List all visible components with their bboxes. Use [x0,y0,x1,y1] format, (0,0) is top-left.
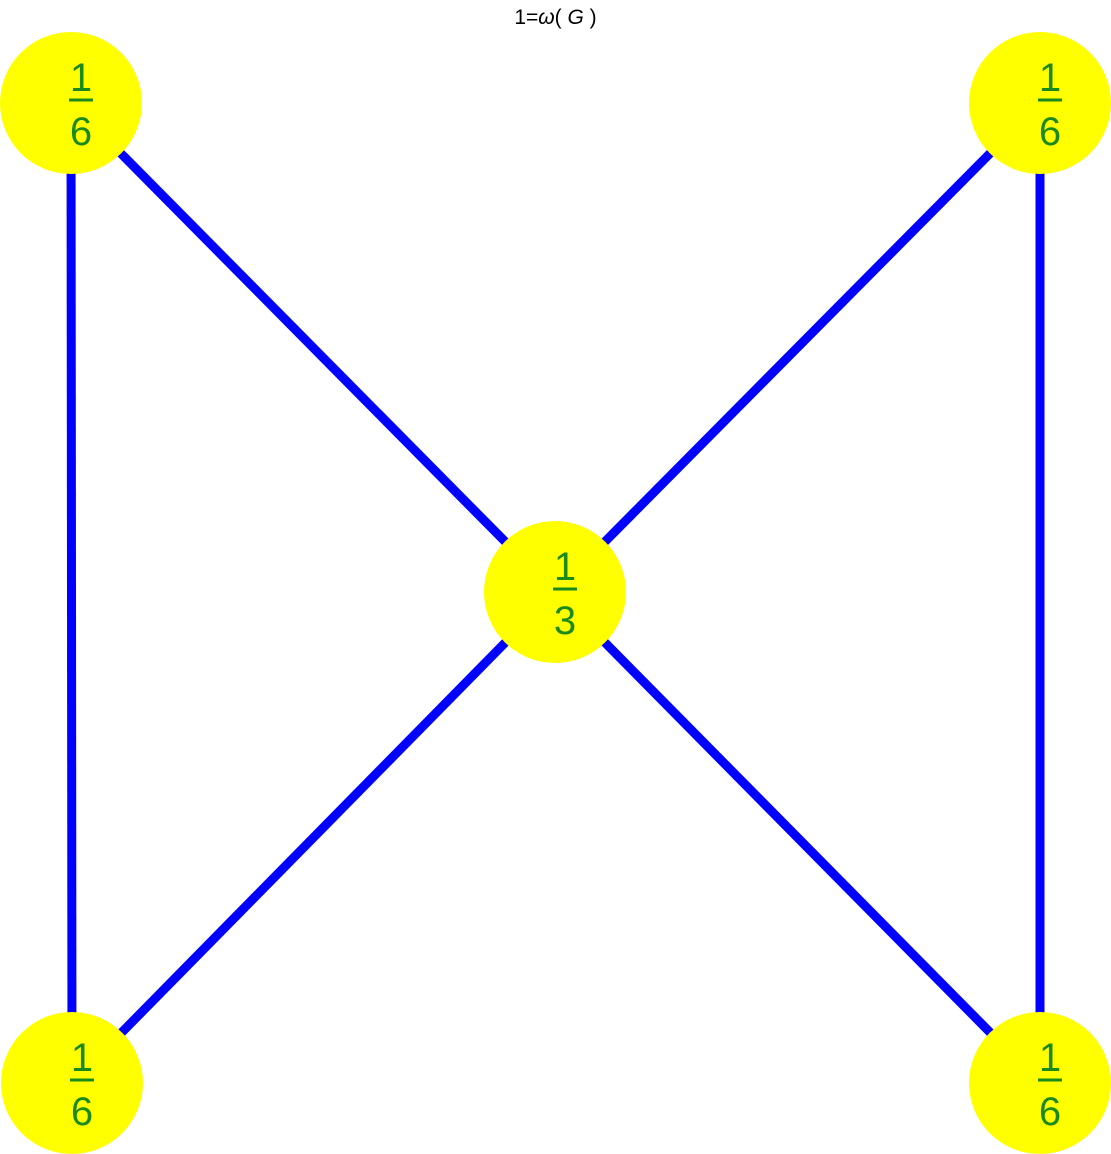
node-numerator: 1 [71,1036,93,1080]
edge-top-right-center [551,99,1044,596]
edge-bottom-right-center [551,588,1044,1087]
node-bottom-right: 16 [969,1012,1111,1154]
node-numerator: 1 [70,56,92,100]
node-center: 13 [484,521,626,663]
edge-layer [66,99,1045,1087]
title-variable: G [567,6,584,29]
node-circle [969,1012,1111,1154]
node-denominator: 6 [1039,110,1061,154]
node-circle [1,1012,143,1154]
title-prefix: 1= [514,6,539,29]
graph-title: 1=ω( G ) [0,6,1111,30]
node-numerator: 1 [1039,1036,1061,1080]
node-circle [969,32,1111,174]
node-circle [0,32,142,174]
edge-top-left-bottom-left [66,102,77,1084]
node-top-left: 16 [0,32,142,174]
title-open-paren: ( [554,6,562,29]
node-denominator: 3 [554,599,576,643]
node-numerator: 1 [554,545,576,589]
edge-top-left-center [67,99,559,596]
edge-bottom-left-center [68,588,559,1087]
node-numerator: 1 [1039,56,1061,100]
node-denominator: 6 [1039,1090,1061,1134]
title-omega: ω [538,6,555,29]
node-circle [484,521,626,663]
title-close-paren: ) [589,6,597,29]
node-denominator: 6 [70,110,92,154]
node-bottom-left: 16 [1,1012,143,1154]
node-top-right: 16 [969,32,1111,174]
node-denominator: 6 [71,1090,93,1134]
